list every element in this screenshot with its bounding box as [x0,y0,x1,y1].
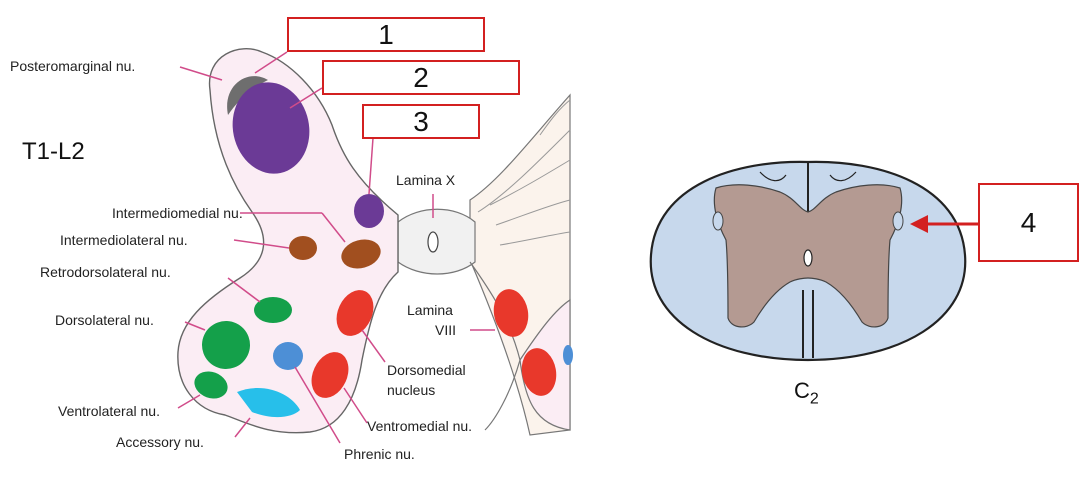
cord-level-label: C2 [794,378,819,408]
intermediomedial-nucleus [341,239,381,269]
retrodorsolateral-nucleus [254,297,292,323]
label-phrenic: Phrenic nu. [344,446,415,462]
label-posteromarginal: Posteromarginal nu. [10,58,136,74]
lamina-viii-nucleus [493,289,529,337]
label-dorsolateral: Dorsolateral nu. [55,312,154,328]
nucleus-2-purple [232,82,310,174]
pointer-lines [177,51,495,444]
accessory-nucleus [237,388,300,418]
phrenic-nucleus [273,342,303,370]
label-lamina-viii-line1: Lamina [407,302,453,318]
dorsomedial-nucleus [336,290,374,336]
lateral-horn-right [892,211,904,231]
central-canal [427,231,439,253]
answer-box-3[interactable]: 3 [362,104,480,139]
lamina-x-region [397,208,476,275]
dorsolateral-nucleus [202,321,250,369]
section-label: T1-L2 [22,138,85,165]
answer-box-2[interactable]: 2 [322,60,520,95]
adjacent-gray-matter [469,93,571,436]
arrow-to-box-4 [910,215,978,233]
c2-spinal-cord [649,160,967,362]
lamina-viii-outline [469,261,521,431]
central-canal-c2 [803,249,813,267]
label-dorsomedial-line1: Dorsomedial [387,362,466,378]
nucleus-3-purple [354,194,384,228]
label-accessory: Accessory nu. [116,434,204,450]
intermediolateral-nucleus [289,236,317,260]
lamina-viii-nucleus-lower [521,348,557,396]
label-dorsomedial-line2: nucleus [387,382,436,398]
answer-box-1[interactable]: 1 [287,17,485,52]
lateral-horn-left [712,211,724,231]
anterior-median-fissure [802,290,814,358]
ventrolateral-nucleus [194,371,228,399]
label-intermediomedial: Intermediomedial nu. [112,205,243,221]
edge-blue-nucleus [563,345,573,365]
label-ventrolateral: Ventrolateral nu. [58,403,160,419]
label-retrodorsolateral: Retrodorsolateral nu. [40,264,171,280]
label-lamina-viii-line2: VIII [435,322,457,338]
label-lamina-x: Lamina X [396,172,456,188]
answer-box-4[interactable]: 4 [978,183,1079,262]
label-ventromedial: Ventromedial nu. [367,418,473,434]
posteromarginal-nucleus [227,76,268,115]
cord-level-letter: C [794,378,810,403]
label-intermediolateral: Intermediolateral nu. [60,232,188,248]
ventromedial-nucleus [311,352,349,398]
cord-level-number: 2 [809,390,819,408]
